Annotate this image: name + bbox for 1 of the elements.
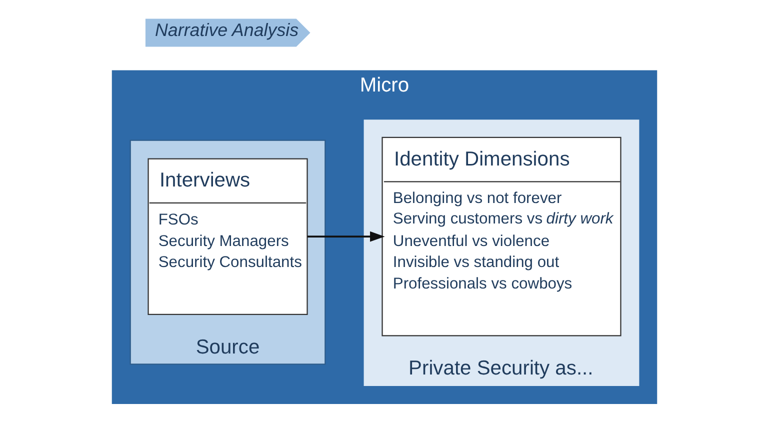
arrow [306,231,384,242]
